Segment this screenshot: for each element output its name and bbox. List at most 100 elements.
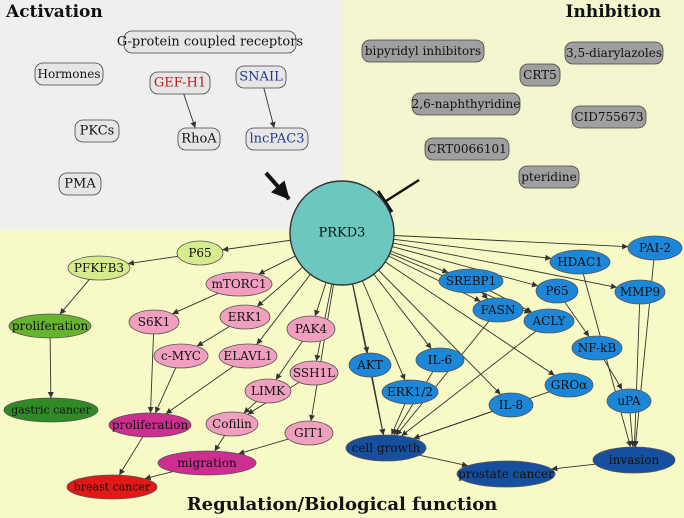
edge-prkd3-to-hdac1 [393,238,552,261]
node-crt5: CRT5 [519,63,561,87]
edge-nfkb-to-upa [603,359,623,390]
node-invasion: invasion [592,446,676,474]
node-upa-shape [606,388,652,414]
edge-prkd3-to-pai2 [393,235,629,250]
node-crt5-label: CRT5 [523,68,557,82]
node-groa: GROα [544,372,594,398]
node-p65a-shape [176,240,224,266]
node-ssh1l-label: SSH1L [293,366,335,380]
node-groa-label: GROα [551,378,588,392]
edge-acly-to-cellgrowth [401,330,537,437]
node-prolif_b: proliferation [108,412,192,438]
node-invasion-label: invasion [609,453,660,467]
node-pma: PMA [58,172,102,196]
edge-prkd3-to-il6 [373,273,432,350]
node-il8-shape [488,392,534,418]
node-cmyc-label: c-MYC [161,349,201,363]
node-naphthyridine-label: 2,6-naphthyridine [412,97,521,111]
inhibition-bar-arrow [376,178,420,213]
node-snail-label: SNAIL [239,70,283,85]
node-snail: SNAIL [235,65,287,89]
node-akt-shape [348,352,392,378]
node-git1: GIT1 [284,420,334,446]
node-erk1-shape [219,304,271,330]
node-bipyridyl: bipyridyl inhibitors [361,39,485,63]
edge-hdac1-to-invasion [582,273,632,448]
node-lncpac3-shape [245,127,309,151]
node-crt0066101-shape [424,137,510,161]
edge-prkd3-to-p65b [392,246,539,288]
node-srebp1: SREBP1 [438,268,504,294]
node-p65b-label: P65 [545,284,568,298]
node-erk1-label: ERK1 [228,310,262,324]
node-pai2-label: PAI-2 [639,241,671,255]
node-prolif_b-shape [108,412,192,438]
edge-p65b-to-nfkb [564,301,590,337]
node-cofilin: Cofilin [205,411,259,437]
edge-s6k1-to-prolif_b [147,333,154,414]
node-gastric: gastric cancer [3,397,99,423]
node-gefh1: GEF-H1 [149,71,211,95]
node-elavl1-shape [218,343,278,369]
node-p65a: P65 [176,240,224,266]
node-pkcs: PKCs [74,119,120,143]
node-upa-label: uPA [617,394,641,408]
node-crt0066101: CRT0066101 [424,137,510,161]
edge-migration-to-breast [144,471,174,481]
node-il6-label: IL-6 [428,353,452,367]
node-prkd3: PRKD3 [289,180,395,286]
node-pfkfb3-shape [67,255,131,281]
node-naphthyridine-shape [411,92,521,116]
node-il6: IL-6 [415,347,465,373]
node-erk12-label: ERK1/2 [387,385,433,399]
node-breast-shape [66,474,158,500]
node-pak4-shape [286,315,336,343]
node-il8-label: IL-8 [499,398,523,412]
node-invasion-shape [592,446,676,474]
edge-srebp1-to-fasn [481,292,489,300]
edge-prkd3-to-pak4 [314,282,327,317]
edge-elavl1-to-prolif_b [165,365,234,415]
node-limk: LIMK [244,378,292,404]
node-cellgrowth: cell growth [345,434,427,462]
node-upa: uPA [606,388,652,414]
node-elavl1-label: ELAVL1 [223,349,272,363]
node-cellgrowth-label: cell growth [352,441,421,455]
node-cid755673-shape [571,105,647,129]
node-pak4-label: PAK4 [295,322,328,336]
edge-git1-to-migration [238,438,289,455]
node-s6k1-label: S6K1 [138,315,170,329]
node-gastric-shape [3,397,99,423]
node-mtorc1-label: mTORC1 [211,277,266,291]
node-pteridine-label: pteridine [521,170,577,184]
node-git1-shape [284,420,334,446]
edge-prkd3-to-mtorc1 [258,255,296,275]
node-gefh1-shape [149,71,211,95]
node-fasn-shape [472,297,524,323]
edge-mmp9-to-invasion [631,303,641,448]
node-migration-label: migration [177,456,237,470]
node-il8: IL-8 [488,392,534,418]
node-cmyc: c-MYC [153,343,209,369]
node-gpcr: G-protein coupled receptors [117,30,303,54]
edge-prkd3-to-akt [352,283,370,354]
node-nfkb-label: NF-kB [578,341,617,355]
node-cofilin-label: Cofilin [212,417,252,431]
node-pkcs-shape [74,119,120,143]
node-erk1: ERK1 [219,304,271,330]
edge-gefh1-to-rhoa [183,93,197,129]
node-pkcs-label: PKCs [80,124,115,139]
node-acly-shape [523,308,575,334]
node-srebp1-label: SREBP1 [446,274,497,288]
edge-prkd3-to-elavl1 [256,274,311,345]
node-elavl1: ELAVL1 [218,343,278,369]
edge-snail-to-lncpac3 [263,87,276,129]
edge-pak4-to-limk [275,340,303,380]
node-hormones-label: Hormones [37,67,100,81]
node-gastric-label: gastric cancer [11,404,92,417]
node-s6k1: S6K1 [128,309,180,335]
node-cofilin-shape [205,411,259,437]
node-pai2: PAI-2 [627,235,683,261]
node-rhoa-shape [177,127,221,151]
